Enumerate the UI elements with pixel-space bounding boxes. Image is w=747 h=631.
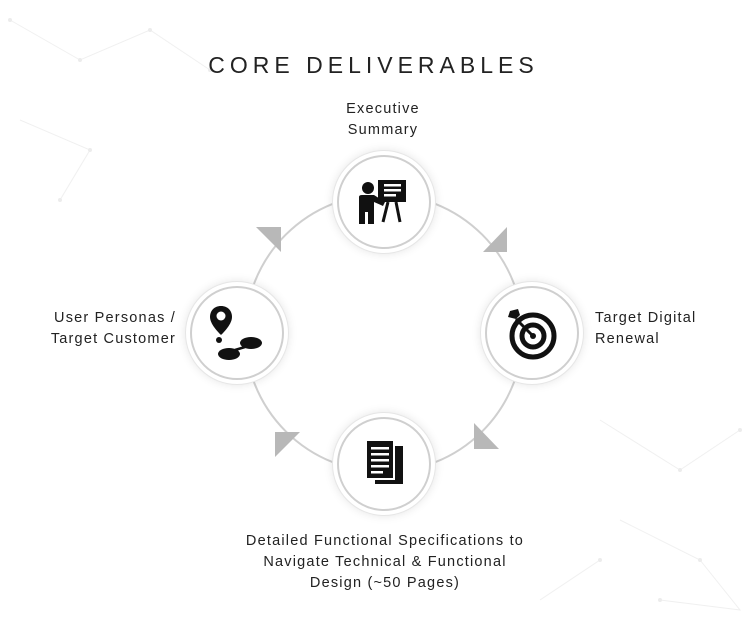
documents-icon xyxy=(365,439,403,484)
map-pin-route-icon xyxy=(210,306,262,360)
label-executive-summary: Executive Summary xyxy=(346,101,420,138)
target-icon xyxy=(508,309,557,360)
presentation-icon xyxy=(359,180,406,224)
arrow-bottom-right xyxy=(474,423,499,449)
label-functional-specifications: Detailed Functional Specifications to Na… xyxy=(245,533,525,591)
node-target-digital-renewal xyxy=(481,282,583,384)
node-user-personas xyxy=(186,282,288,384)
page-title: CORE DELIVERABLES xyxy=(208,52,539,78)
arrow-bottom-left xyxy=(275,432,300,457)
node-executive-summary xyxy=(333,151,435,253)
label-target-digital-renewal: Target Digital Renewal xyxy=(595,310,697,347)
node-functional-specifications xyxy=(333,413,435,515)
arrow-top-left xyxy=(256,227,281,252)
arrow-top-right xyxy=(483,227,507,252)
label-user-personas: User Personas / Target Customer xyxy=(50,310,176,347)
